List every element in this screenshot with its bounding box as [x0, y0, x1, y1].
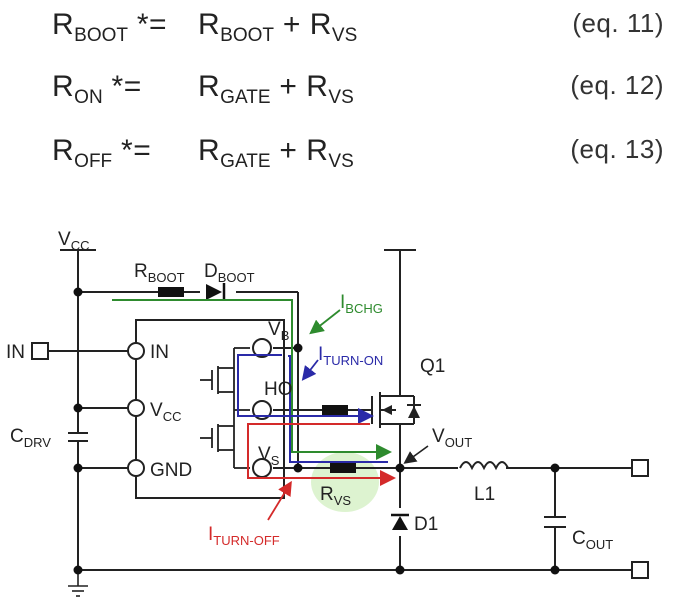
equation-lhs: ROFF *= — [52, 134, 152, 172]
gate-driver-schematic: VCC RBOOT DBOOT VB Q1 IN IN HO VCC CDRV … — [6, 229, 649, 597]
iturnon-pointer — [301, 359, 319, 381]
vcc-label: VCC — [58, 229, 89, 253]
rvs-resistor — [330, 463, 356, 473]
q1-body-diode — [408, 406, 420, 418]
d1-label: D1 — [414, 514, 438, 535]
equation-rhs: RBOOT + RVS — [198, 8, 358, 46]
iturnoff-path — [247, 423, 396, 486]
vout-pointer — [403, 445, 429, 464]
q1-body-arrow — [382, 405, 392, 415]
rvs-label: RVS — [320, 484, 351, 508]
d1-diode — [390, 508, 410, 536]
rboot-label: RBOOT — [134, 261, 185, 285]
l1-inductor — [458, 460, 509, 472]
equation-number: (eq. 13) — [570, 134, 664, 164]
iturnon-label: ITURN-ON — [318, 344, 383, 368]
junction-dots — [73, 287, 560, 575]
ibchg-path — [112, 299, 392, 460]
ground-symbol — [68, 570, 88, 597]
gnd-pin-label: GND — [150, 460, 192, 481]
in-pin-label: IN — [150, 342, 169, 363]
in-port-label: IN — [6, 342, 25, 363]
gnd-port — [631, 561, 649, 579]
equation-rhs: RGATE + RVS — [198, 70, 354, 108]
q1-label: Q1 — [420, 356, 445, 377]
dboot-label: DBOOT — [204, 261, 255, 285]
ibchg-pointer — [309, 309, 341, 335]
equation-11: RBOOT *= RBOOT + RVS (eq. 11) — [52, 8, 672, 60]
equation-number: (eq. 11) — [572, 8, 664, 38]
equation-rhs: RGATE + RVS — [198, 134, 354, 172]
iturnon-return — [288, 355, 388, 463]
vout-label: VOUT — [432, 426, 472, 450]
equation-lhs: RON *= — [52, 70, 142, 108]
cdrv-label: CDRV — [10, 426, 51, 450]
cout-label: COUT — [572, 528, 613, 552]
dboot-diode — [200, 282, 236, 302]
equation-13: ROFF *= RGATE + RVS (eq. 13) — [52, 134, 672, 186]
iturnoff-label: ITURN-OFF — [208, 524, 280, 548]
vs-label: VS — [258, 444, 280, 468]
vout-port — [631, 459, 649, 477]
iturnoff-pointer — [267, 480, 292, 521]
vcc-pin-label: VCC — [150, 400, 181, 424]
internal-driver — [200, 347, 250, 469]
q1-mosfet — [371, 390, 415, 430]
cdrv-capacitor — [68, 432, 88, 442]
ibchg-label: IBCHG — [340, 292, 383, 316]
equation-lhs: RBOOT *= — [52, 8, 168, 46]
iturnon-path — [237, 354, 374, 424]
rboot-resistor — [158, 287, 184, 297]
in-port — [31, 342, 49, 360]
vb-label: VB — [268, 319, 289, 343]
rgate-resistor — [322, 405, 348, 415]
l1-label: L1 — [474, 484, 495, 505]
equation-number: (eq. 12) — [570, 70, 664, 100]
cout-capacitor — [544, 516, 566, 528]
equation-12: RON *= RGATE + RVS (eq. 12) — [52, 70, 672, 122]
ic-pins — [127, 338, 272, 478]
ho-label: HO — [264, 379, 293, 400]
